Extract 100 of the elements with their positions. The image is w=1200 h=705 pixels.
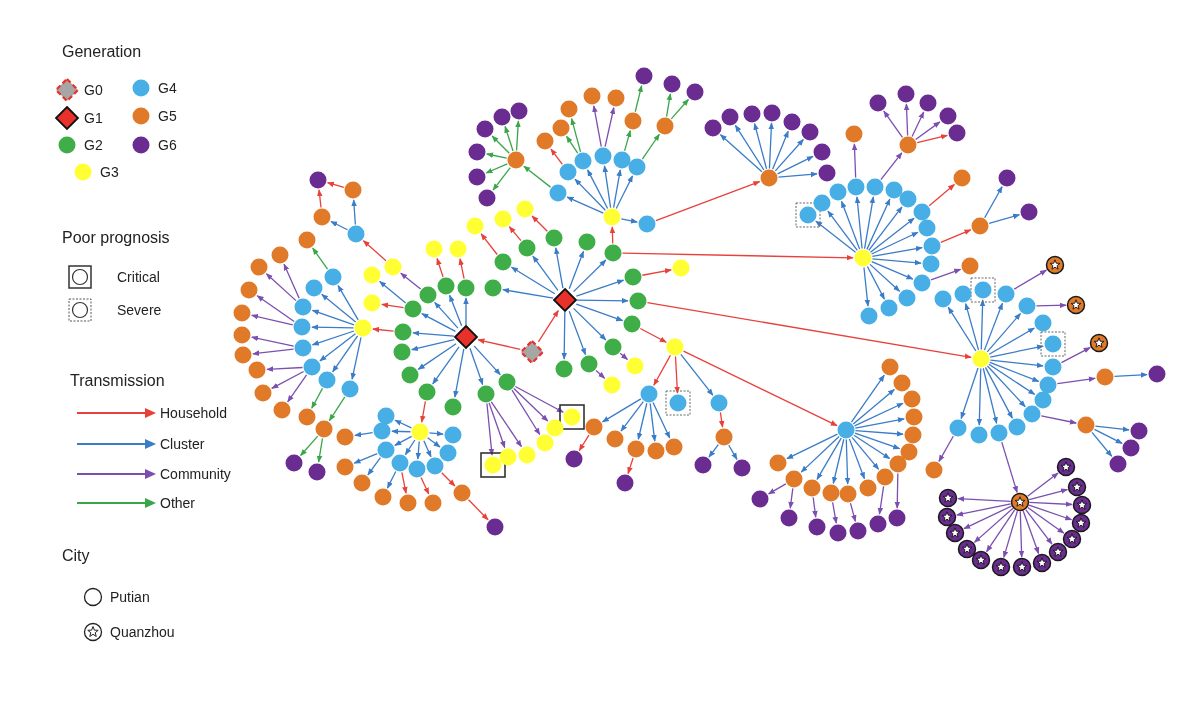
- case-circle: [411, 423, 429, 441]
- legend-label: G2: [84, 138, 103, 152]
- case-circle: [384, 258, 402, 276]
- transmission-arrow: [853, 434, 891, 460]
- transmission-arrow: [985, 509, 1016, 553]
- case-circle: [1018, 297, 1036, 315]
- transmission-arrow: [467, 499, 489, 521]
- case-circle: [250, 258, 268, 276]
- transmission-arrow: [609, 226, 616, 245]
- transmission-arrow: [869, 217, 915, 253]
- case-circle: [801, 123, 819, 141]
- case-circle: [399, 494, 417, 512]
- case-circle: [1122, 439, 1140, 457]
- legend-label: Quanzhou: [110, 625, 175, 639]
- case-circle: [881, 358, 899, 376]
- case-circle: [347, 225, 365, 243]
- case-circle: [344, 181, 362, 199]
- case-circle: [627, 440, 645, 458]
- transmission-arrow: [979, 299, 986, 351]
- transmission-arrow: [641, 133, 660, 160]
- case-circle: [686, 83, 704, 101]
- transmission-arrow: [486, 402, 495, 456]
- transmission-arrow: [883, 110, 904, 138]
- case-circle: [970, 426, 988, 444]
- case-circle: [923, 237, 941, 255]
- case-circle: [476, 120, 494, 138]
- transmission-arrow: [423, 440, 432, 458]
- transmission-arrow: [1113, 372, 1148, 378]
- case-circle: [1034, 314, 1052, 332]
- case-circle: [635, 67, 653, 85]
- transmission-arrow: [852, 388, 895, 425]
- legend-label: Other: [160, 496, 195, 510]
- transmission-arrow: [394, 419, 413, 429]
- transmission-arrow: [1091, 431, 1113, 457]
- transmission-arrow: [956, 503, 1012, 517]
- transmission-arrow: [441, 472, 456, 487]
- transmission-arrow: [1028, 504, 1073, 521]
- case-circle: [783, 113, 801, 131]
- case-circle: [1034, 391, 1052, 409]
- case-circle: [453, 484, 471, 502]
- transmission-arrow: [986, 365, 1026, 408]
- case-circle: [769, 454, 787, 472]
- transmission-arrow: [928, 183, 956, 207]
- case-circle: [507, 151, 525, 169]
- transmission-arrow: [816, 437, 842, 480]
- transmission-arrow: [850, 374, 885, 423]
- case-circle: [616, 474, 634, 492]
- transmission-arrow: [570, 118, 582, 153]
- transmission-arrow: [854, 417, 905, 429]
- transmission-arrow: [853, 402, 904, 427]
- transmission-arrow: [332, 335, 359, 373]
- transmission-arrow: [982, 367, 998, 424]
- case-circle: [845, 125, 863, 143]
- transmission-arrow: [417, 343, 457, 371]
- case-circle: [377, 407, 395, 425]
- case-circle: [1008, 418, 1026, 436]
- case-circle: [638, 215, 656, 233]
- case-circle: [953, 169, 971, 187]
- transmission-arrow: [832, 501, 838, 524]
- case-circle: [254, 384, 272, 402]
- transmission-arrow: [840, 200, 861, 250]
- transmission-arrow: [674, 355, 680, 394]
- case-circle: [606, 430, 624, 448]
- transmission-arrow: [848, 438, 866, 480]
- case-circle: [484, 279, 502, 297]
- case-circle: [578, 233, 596, 251]
- transmission-arrow: [1040, 415, 1077, 425]
- case-circle: [240, 281, 258, 299]
- transmission-arrow: [940, 229, 972, 243]
- transmission-arrow: [719, 134, 763, 173]
- case-circle: [829, 183, 847, 201]
- legend-label: G1: [84, 111, 103, 125]
- transmission-arrow: [601, 398, 642, 423]
- transmission-arrow: [411, 339, 455, 351]
- case-circle: [780, 509, 798, 527]
- case-circle: [1148, 365, 1166, 383]
- transmission-arrow: [1013, 269, 1048, 290]
- case-circle: [1109, 455, 1127, 473]
- transmission-arrow: [492, 166, 511, 191]
- case-circle: [922, 255, 940, 273]
- case-circle: [559, 163, 577, 181]
- case-circle: [516, 200, 534, 218]
- transmission-arrow: [880, 152, 903, 181]
- case-circle: [939, 107, 957, 125]
- case-circle: [374, 488, 392, 506]
- transmission-arrow: [319, 333, 357, 362]
- transmission-arrow: [575, 303, 624, 322]
- case-circle: [785, 470, 803, 488]
- case-circle: [656, 117, 674, 135]
- transmission-arrow: [877, 485, 885, 515]
- transmission-arrow: [485, 163, 508, 174]
- case-circle: [998, 169, 1016, 187]
- transmission-arrow: [1022, 510, 1040, 555]
- transmission-arrow: [321, 293, 357, 323]
- case-circle: [913, 203, 931, 221]
- transmission-arrow: [1002, 510, 1018, 559]
- case-circle: [672, 259, 690, 277]
- transmission-arrow: [337, 284, 359, 321]
- case-circle: [499, 448, 517, 466]
- case-circle: [478, 189, 496, 207]
